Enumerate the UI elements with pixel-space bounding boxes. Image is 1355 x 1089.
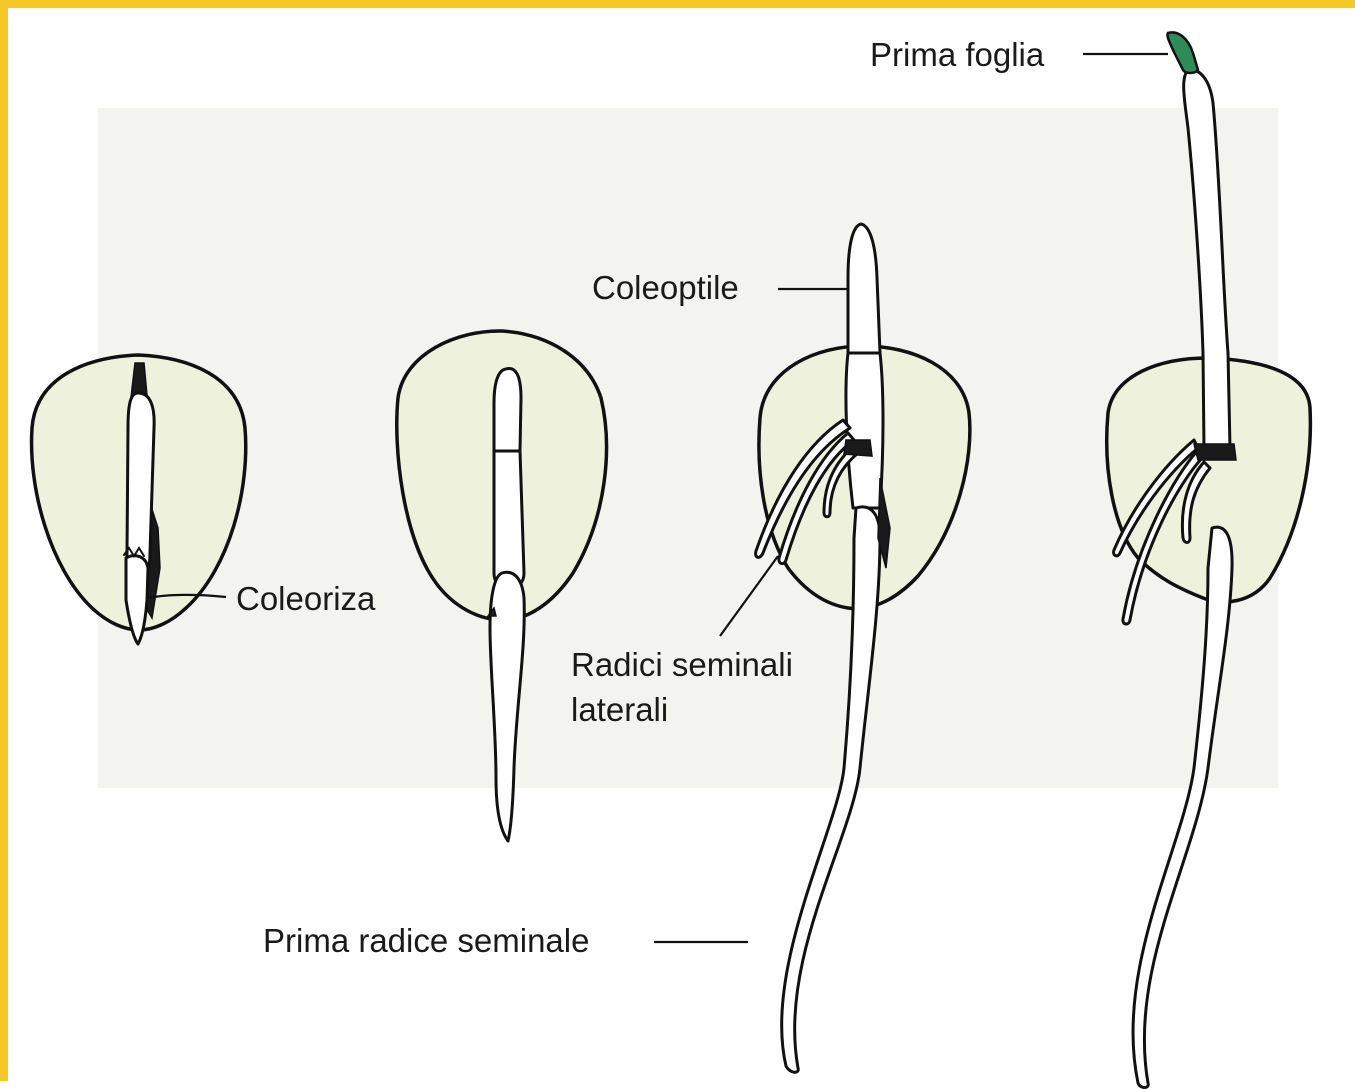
label-radici-seminali-line2: laterali [571,691,668,728]
label-coleoriza: Coleoriza [236,580,376,617]
label-prima-foglia: Prima foglia [870,36,1045,73]
seed-germination-diagram: Prima foglia Coleoptile Coleoriza Radici… [8,8,1355,1089]
first-leaf-tip [1167,32,1198,73]
seed-3-mesocotyl [846,353,883,508]
background-tint [98,108,1278,788]
seed-2-mesocotyl [494,451,524,588]
seed-4-dark-node [1194,444,1236,460]
label-radici-seminali-line1: Radici seminali [571,646,793,683]
label-coleoptile: Coleoptile [592,269,739,306]
seed-2-coleoptile [494,368,521,451]
seed-3-dark-node [844,440,872,456]
label-prima-radice-seminale: Prima radice seminale [263,922,589,959]
